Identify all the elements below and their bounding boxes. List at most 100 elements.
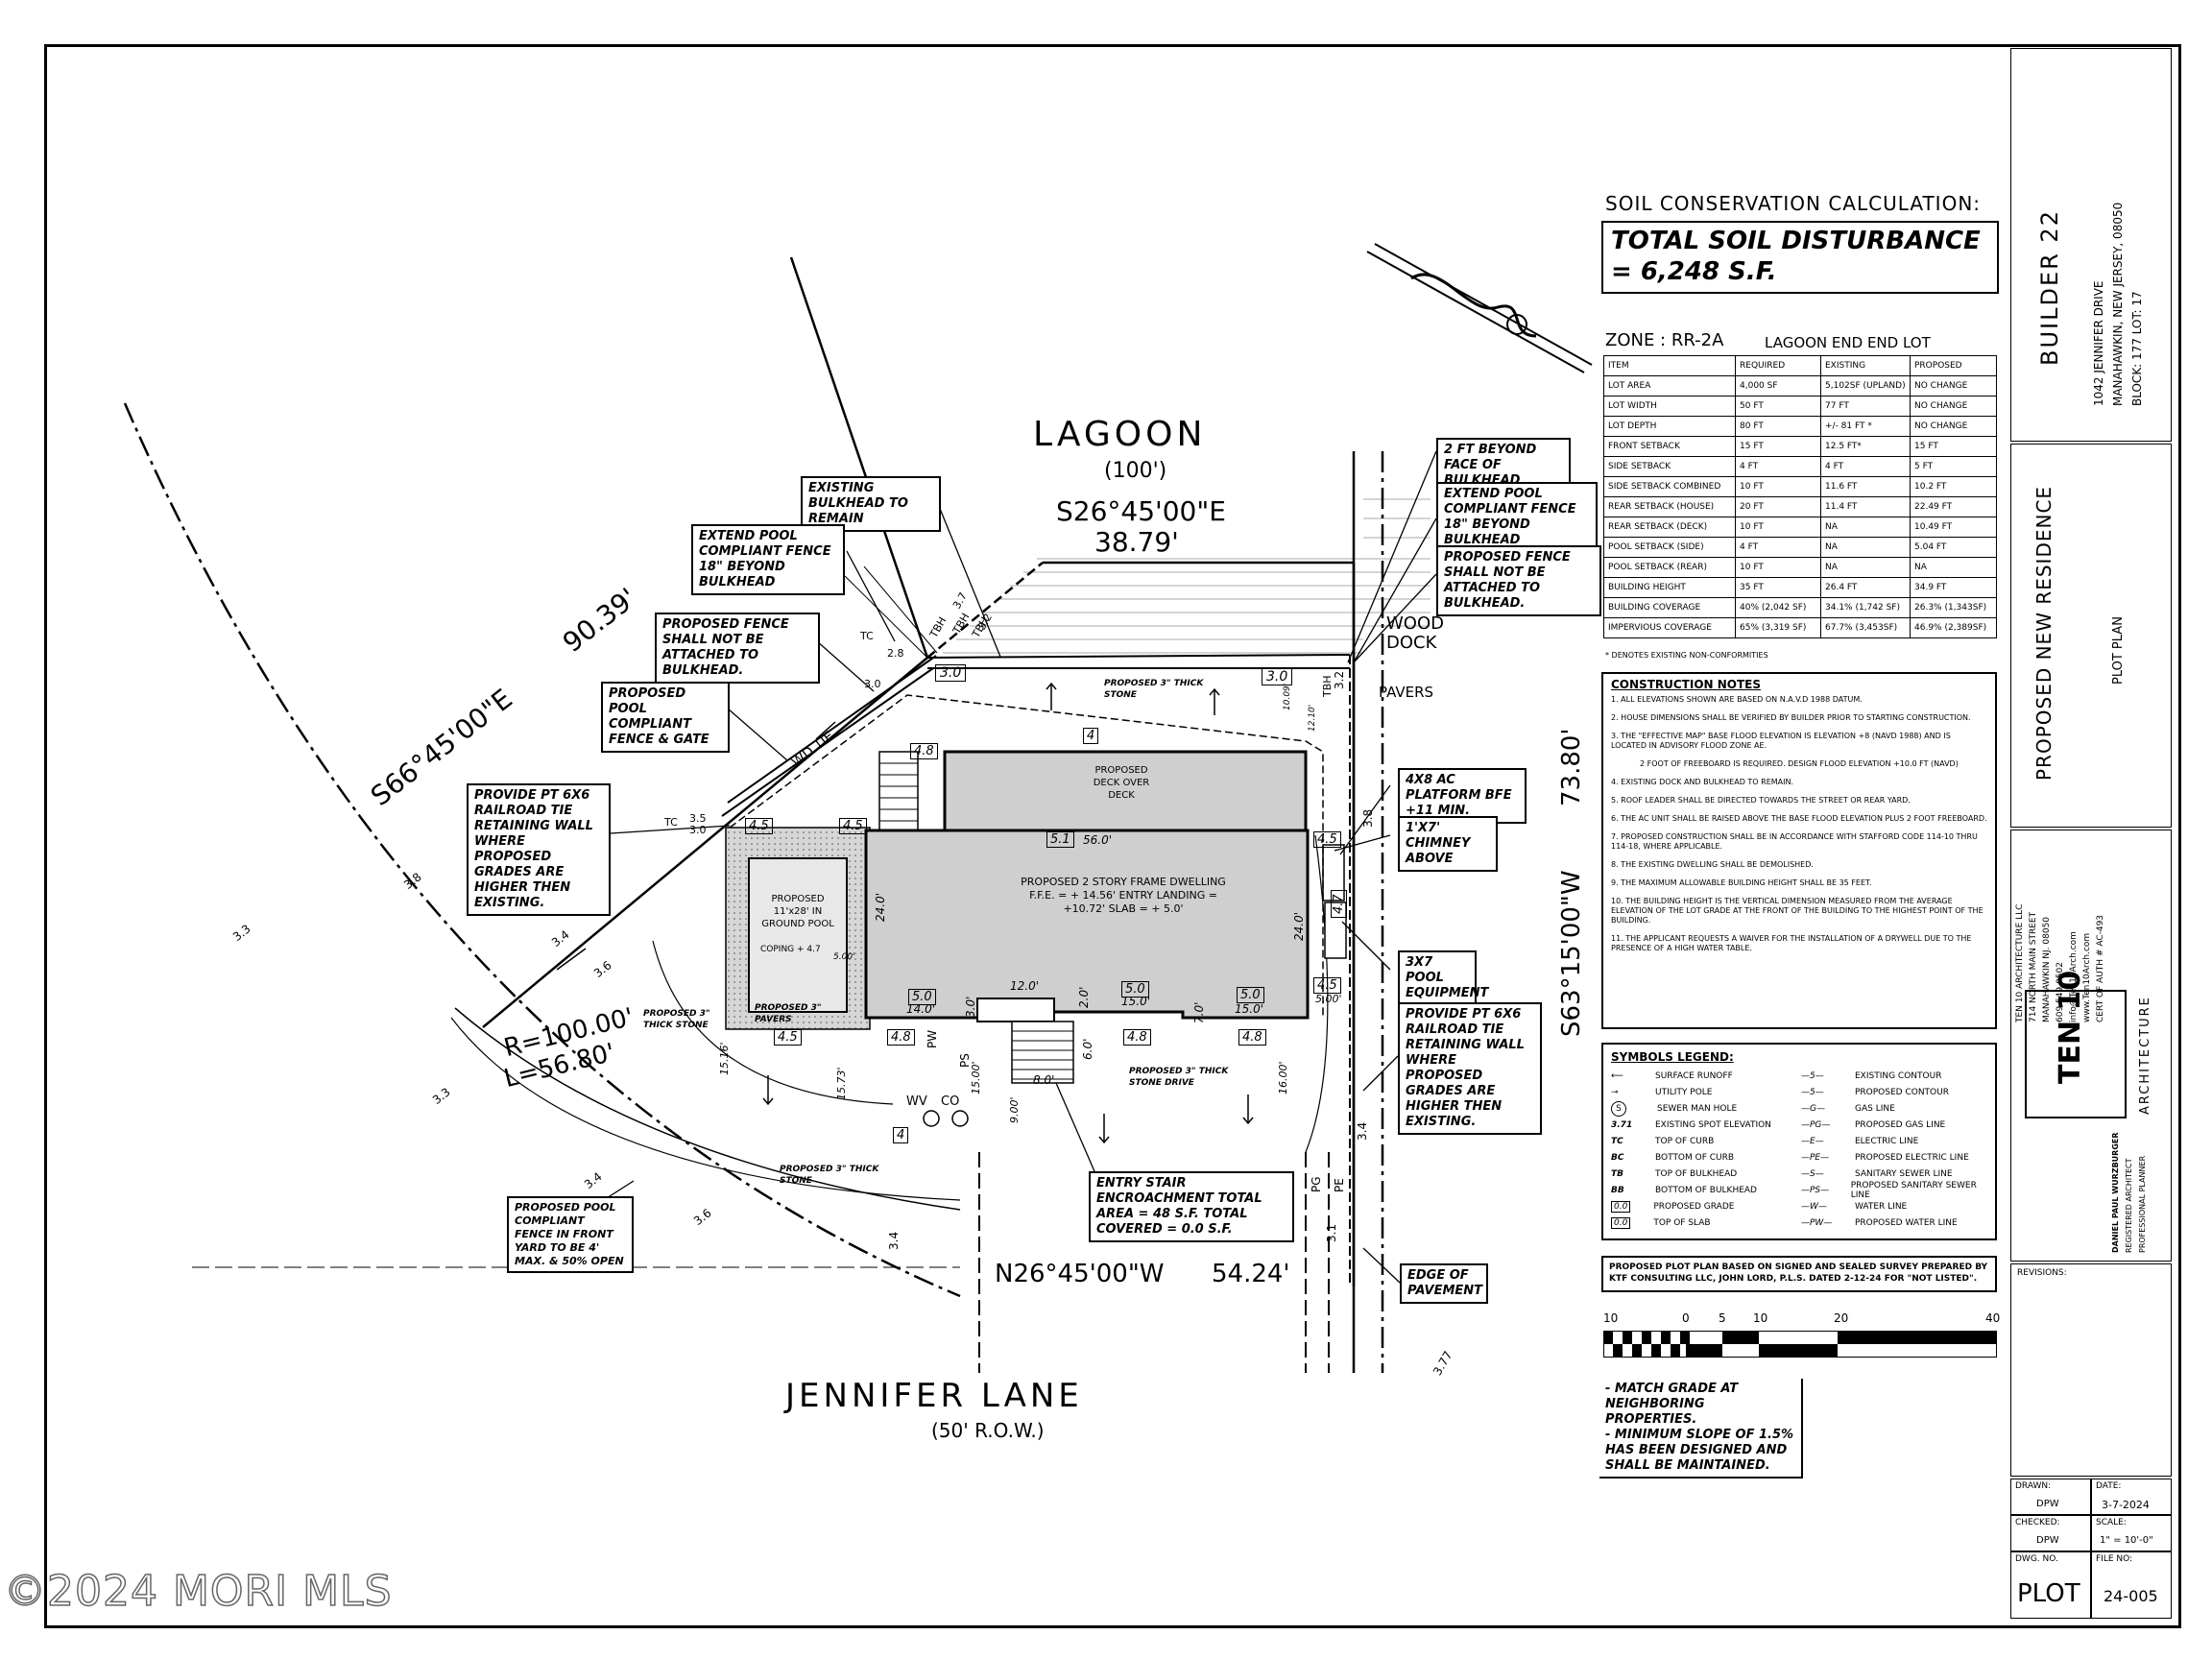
zone-cell: NA [1820, 557, 1911, 578]
zone-cell: FRONT SETBACK [1603, 436, 1736, 457]
architect-title-2: PROFESSIONAL PLANNER [2138, 1155, 2147, 1253]
house-footprint [864, 829, 1310, 1020]
legend-item: —PW—PROPOSED WATER LINE [1800, 1217, 1958, 1228]
dim-12: 12.0' [1010, 979, 1040, 993]
zone-cell: 26.3% (1,343SF) [1910, 597, 1997, 618]
legend-item: —PS—PROPOSED SANITARY SEWER LINE [1800, 1180, 1977, 1200]
dwg-value: PLOT [2017, 1579, 2080, 1608]
title-block-builder: BUILDER 22 1042 JENNIFER DRIVE MANAHAWKI… [2010, 48, 2172, 442]
zone-cell: 15 FT [1910, 436, 1997, 457]
grade-box: 5.1 [1046, 831, 1074, 848]
zone-cell: NA [1910, 557, 1997, 578]
soil-box: TOTAL SOIL DISTURBANCE = 6,248 S.F. [1601, 221, 1999, 294]
grade-box: 5.0 [1121, 981, 1149, 998]
legend-item: —W—WATER LINE [1800, 1201, 1908, 1212]
project-name: PROPOSED NEW RESIDENCE [2032, 485, 2056, 781]
wood-dock-label: WOOD DOCK [1386, 613, 1444, 653]
pool-coping: COPING + 4.7 [760, 945, 821, 954]
soil-line1: TOTAL SOIL DISTURBANCE [1611, 227, 1981, 255]
distance-bottom: 54.24' [1212, 1260, 1290, 1288]
zone-cell: 50 FT [1735, 396, 1821, 417]
construction-note: 3. THE "EFFECTIVE MAP" BASE FLOOD ELEVAT… [1611, 732, 1951, 750]
title-block-revisions: REVISIONS: [2010, 1263, 2172, 1477]
zone-table: ITEM REQUIRED EXISTING PROPOSED LOT AREA… [1603, 355, 1997, 638]
construction-note: 10. THE BUILDING HEIGHT IS THE VERTICAL … [1611, 897, 1984, 925]
logo-word: ARCHITECTURE [2138, 996, 2152, 1115]
zone-cell: BUILDING HEIGHT [1603, 577, 1736, 598]
note-pool-fence-front: PROPOSED POOL COMPLIANT FENCE IN FRONT Y… [507, 1196, 634, 1273]
grade-box: 5.0 [908, 989, 936, 1005]
construction-note: 5. ROOF LEADER SHALL BE DIRECTED TOWARDS… [1611, 796, 1911, 805]
date-cell: DATE: 3-7-2024 [2091, 1479, 2172, 1515]
note-fence-not-attached-left: PROPOSED FENCE SHALL NOT BE ATTACHED TO … [655, 613, 820, 684]
construction-note: 1. ALL ELEVATIONS SHOWN ARE BASED ON N.A… [1611, 695, 1863, 704]
zone-cell: 46.9% (2,389SF) [1910, 617, 1997, 638]
architect-title: REGISTERED ARCHITECT [2125, 1158, 2133, 1253]
zone-header-row: ITEM REQUIRED EXISTING PROPOSED [1603, 355, 1997, 376]
zone-cell: 4 FT [1735, 537, 1821, 558]
zone-cell: 26.4 FT [1820, 577, 1911, 598]
utility-pole-icon: ⊸ [1611, 1087, 1619, 1097]
dim-15-a: 15.0' [1121, 995, 1151, 1008]
file-label: FILE NO: [2096, 1554, 2133, 1564]
pool-equipment [1324, 902, 1347, 959]
spot-elevation: 2.8 [887, 647, 904, 660]
legend-item: —G—GAS LINE [1800, 1103, 1895, 1114]
zone-cell: REAR SETBACK (DECK) [1603, 517, 1736, 538]
zone-cell: POOL SETBACK (SIDE) [1603, 537, 1736, 558]
grade-box: 4.5 [1313, 831, 1341, 848]
scale-label: 20 [1834, 1311, 1849, 1325]
drawn-value: DPW [2036, 1499, 2059, 1509]
grade-box: 4 [893, 1127, 909, 1143]
legend-item: —5—EXISTING CONTOUR [1800, 1070, 1942, 1081]
lagoon-label: LAGOON [1033, 415, 1207, 454]
file-cell: FILE NO: 24-005 [2091, 1551, 2172, 1619]
builder-name: BUILDER 22 [2036, 209, 2063, 366]
pavers-label: PAVERS [1379, 684, 1434, 701]
scale-label: 5 [1719, 1311, 1726, 1325]
zone-cell: 67.7% (3,453SF) [1820, 617, 1911, 638]
legend-item: —5—PROPOSED CONTOUR [1800, 1087, 1949, 1097]
zone-cell: 5.04 FT [1910, 537, 1997, 558]
zone-cell: BUILDING COVERAGE [1603, 597, 1736, 618]
zone-subtitle: LAGOON END END LOT [1765, 334, 1931, 351]
zone-cell: 40% (2,042 SF) [1735, 597, 1821, 618]
zone-cell: LOT AREA [1603, 375, 1736, 397]
grade-box: 4.5 [745, 818, 773, 834]
tc-label: TC [664, 816, 678, 829]
zone-header: ITEM [1603, 355, 1736, 376]
grade-box: 4.8 [910, 743, 938, 759]
date-label: DATE: [2096, 1481, 2122, 1491]
grade-box: 4 [1083, 728, 1099, 744]
zone-cell: 35 FT [1735, 577, 1821, 598]
note-extend-fence-left: EXTEND POOL COMPLIANT FENCE 18" BEYOND B… [691, 524, 845, 595]
tc-label: TC [860, 630, 874, 642]
house-label: PROPOSED 2 STORY FRAME DWELLING F.F.E. =… [1021, 876, 1226, 915]
logo-text: TEN 10 [2054, 970, 2087, 1084]
note-fence-not-attached-right: PROPOSED FENCE SHALL NOT BE ATTACHED TO … [1436, 545, 1601, 616]
survey-note: PROPOSED PLOT PLAN BASED ON SIGNED AND S… [1601, 1256, 1997, 1292]
firm-logo: TEN 10 [2025, 971, 2127, 1118]
legend-item: ⟵SURFACE RUNOFF [1611, 1070, 1733, 1081]
runoff-arrow-icon: ⟵ [1611, 1070, 1623, 1081]
note-pool-equipment: 3x7 POOL EQUIPMENT [1398, 950, 1488, 1006]
zone-cell: SIDE SETBACK COMBINED [1603, 476, 1736, 497]
zone-cell: 10.49 FT [1910, 517, 1997, 538]
lagoon-width: (100') [1104, 459, 1167, 483]
construction-note: 7. PROPOSED CONSTRUCTION SHALL BE IN ACC… [1611, 832, 1978, 851]
scale-label: 10 [1603, 1311, 1619, 1325]
zone-cell: 20 FT [1735, 496, 1821, 517]
legend-right-column: —5—EXISTING CONTOUR —5—PROPOSED CONTOUR … [1801, 1068, 1987, 1231]
legend-item: —E—ELECTRIC LINE [1800, 1136, 1919, 1146]
zone-cell: IMPERVIOUS COVERAGE [1603, 617, 1736, 638]
revisions-label: REVISIONS: [2017, 1268, 2067, 1278]
zone-cell: 34.9 FT [1910, 577, 1997, 598]
cleanout-icon [951, 1110, 969, 1127]
zone-title: ZONE : RR-2A [1605, 330, 1724, 350]
